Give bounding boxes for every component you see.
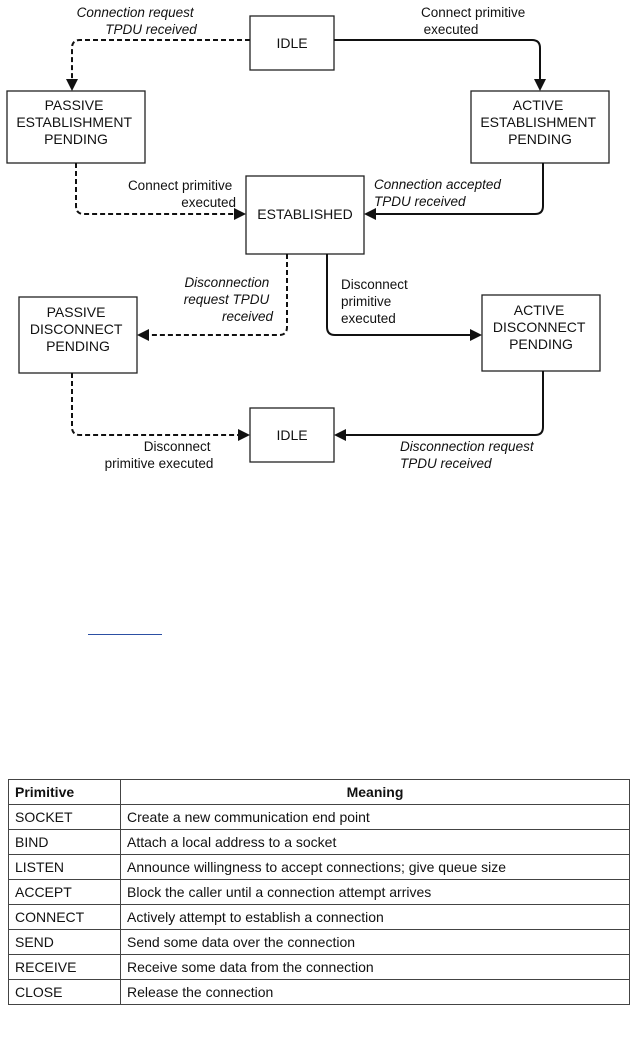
cell-primitive: CLOSE [8, 979, 121, 1005]
arrowhead [137, 329, 149, 341]
transition-established-to-passive-disconnect [149, 254, 288, 336]
primitives-table: Primitive Meaning SOCKET Create a new co… [8, 779, 630, 1005]
cell-meaning: Send some data over the connection [120, 929, 630, 955]
label-connect-primitive-top: Connect primitive executed [421, 5, 529, 37]
column-header-primitive: Primitive [8, 779, 121, 805]
arrowhead [364, 208, 376, 220]
hyperlink-underline[interactable] [88, 634, 162, 635]
state-active-disconnect [481, 294, 601, 372]
state-idle-top [249, 15, 335, 71]
state-active-establishment-text: ACTIVE ESTABLISHMENT PENDING [480, 97, 599, 147]
cell-primitive: SEND [8, 929, 121, 955]
state-passive-establishment-text: PASSIVE ESTABLISHMENT PENDING [16, 97, 135, 147]
transition-active-establishment-to-established [376, 163, 544, 215]
table-row: RECEIVE Receive some data from the conne… [8, 954, 630, 980]
arrowhead [470, 329, 482, 341]
arrowhead [66, 79, 78, 91]
state-active-disconnect-text: ACTIVE DISCONNECT PENDING [493, 302, 589, 352]
cell-meaning: Attach a local address to a socket [120, 829, 630, 855]
label-disconnect-primitive-bottom: Disconnect primitive executed [105, 439, 215, 471]
state-idle-bottom-text: IDLE [276, 427, 307, 443]
transition-idle-to-passive-establishment [71, 39, 250, 80]
table-header-row: Primitive Meaning [8, 779, 630, 805]
cell-meaning: Release the connection [120, 979, 630, 1005]
arrowhead [334, 429, 346, 441]
table-row: SEND Send some data over the connection [8, 929, 630, 955]
cell-meaning: Receive some data from the connection [120, 954, 630, 980]
arrowhead [234, 208, 246, 220]
column-header-meaning: Meaning [120, 779, 630, 805]
arrowhead [534, 79, 546, 91]
cell-primitive: SOCKET [8, 804, 121, 830]
table-row: LISTEN Announce willingness to accept co… [8, 854, 630, 880]
table-row: CLOSE Release the connection [8, 979, 630, 1005]
cell-meaning: Actively attempt to establish a connecti… [120, 904, 630, 930]
cell-primitive: ACCEPT [8, 879, 121, 905]
state-established-text: ESTABLISHED [257, 206, 352, 222]
transition-passive-establishment-to-established [75, 163, 234, 215]
state-passive-disconnect [18, 296, 138, 374]
transition-idle-to-active-establishment [334, 39, 541, 80]
cell-primitive: CONNECT [8, 904, 121, 930]
state-passive-disconnect-text: PASSIVE DISCONNECT PENDING [30, 304, 126, 354]
table-row: CONNECT Actively attempt to establish a … [8, 904, 630, 930]
cell-primitive: RECEIVE [8, 954, 121, 980]
label-disconnection-request-bottom: Disconnection request TPDU received [400, 439, 537, 471]
cell-primitive: LISTEN [8, 854, 121, 880]
label-connection-request-received: Connection request TPDU received [77, 5, 198, 37]
label-connect-primitive-mid: Connect primitive executed [128, 178, 236, 210]
state-established [245, 175, 365, 255]
transition-active-disconnect-to-idle [346, 371, 544, 436]
state-idle-bottom [249, 407, 335, 463]
label-connection-accepted: Connection accepted TPDU received [374, 177, 505, 209]
transition-passive-disconnect-to-idle [71, 373, 238, 436]
state-diagram: IDLE PASSIVE ESTABLISHMENT PENDING ACTIV… [6, 5, 610, 471]
cell-meaning: Announce willingness to accept connectio… [120, 854, 630, 880]
label-disconnect-primitive-mid: Disconnect primitive executed [341, 277, 412, 326]
state-passive-establishment [6, 90, 146, 164]
cell-meaning: Create a new communication end point [120, 804, 630, 830]
arrowhead [238, 429, 250, 441]
table-row: ACCEPT Block the caller until a connecti… [8, 879, 630, 905]
label-disconnection-request-received: Disconnection request TPDU received [184, 275, 274, 324]
table-row: BIND Attach a local address to a socket [8, 829, 630, 855]
table-row: SOCKET Create a new communication end po… [8, 804, 630, 830]
transition-established-to-active-disconnect [326, 254, 470, 336]
cell-primitive: BIND [8, 829, 121, 855]
state-idle-top-text: IDLE [276, 35, 307, 51]
cell-meaning: Block the caller until a connection atte… [120, 879, 630, 905]
